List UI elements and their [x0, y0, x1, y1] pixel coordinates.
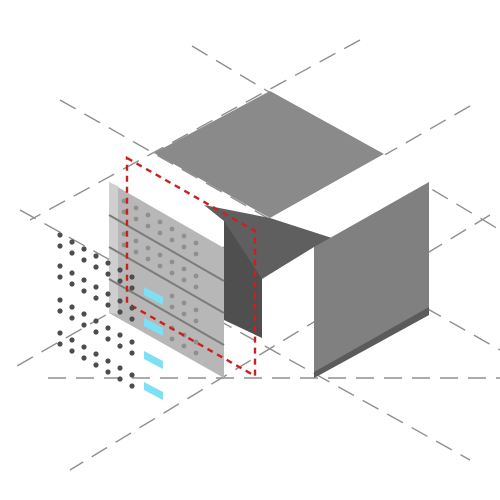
top-panel-white-strip: [270, 154, 429, 246]
guide-line: [19, 209, 471, 461]
cabinet-side-bottom: [314, 307, 429, 378]
cabinet-cavity-shadow: [224, 221, 262, 338]
server-led-indicator: [144, 287, 163, 305]
floating-vent-dots: [57, 232, 135, 389]
guide-line: [29, 39, 361, 221]
server-led-indicator: [144, 318, 163, 336]
top-panel-face: [154, 91, 384, 218]
rack-vent-dots: [121, 198, 199, 356]
cabinet: [204, 182, 429, 378]
highlight-outline: [125, 155, 257, 379]
floating-led-indicator: [144, 382, 163, 400]
guide-line: [69, 214, 491, 471]
top-panel: [154, 91, 429, 246]
floating-led-indicator: [144, 351, 163, 369]
rack-divider: [108, 214, 225, 282]
floating-indicators: [144, 351, 163, 400]
